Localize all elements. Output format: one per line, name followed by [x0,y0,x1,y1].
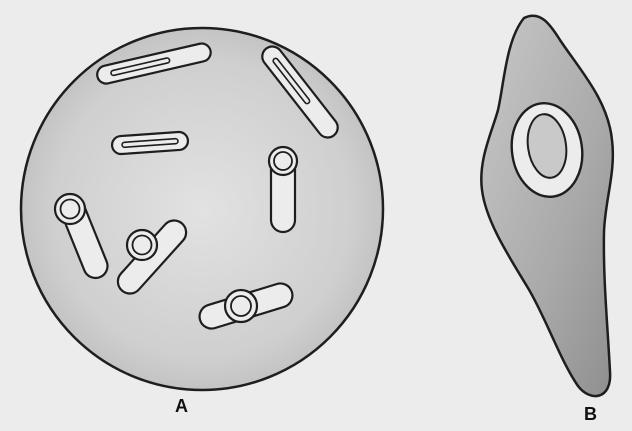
cell-b-body [481,16,613,396]
panel-a-label: A [175,396,188,417]
rod-4 [269,147,297,232]
panel-b-label: B [584,404,597,425]
panel-a [21,28,383,390]
panel-b [481,16,613,396]
rod-3 [111,131,188,154]
